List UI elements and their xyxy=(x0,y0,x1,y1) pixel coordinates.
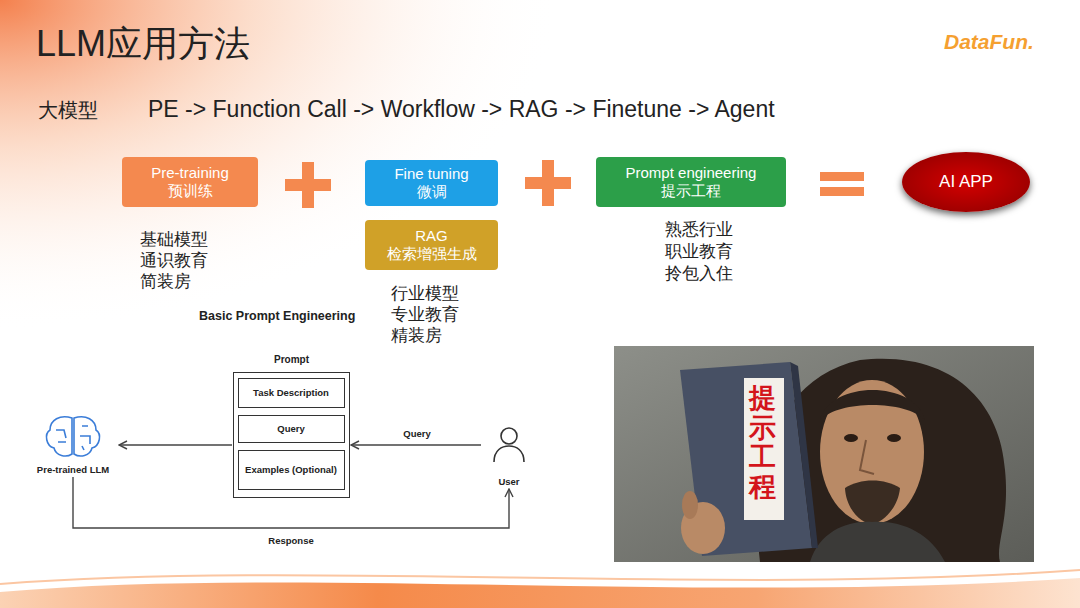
plus-sign xyxy=(302,162,314,208)
process-box: RAG 检索增强生成 xyxy=(365,220,498,270)
note-text: 拎包入住 xyxy=(665,262,733,285)
process-box: Fine tuning 微调 xyxy=(365,160,498,206)
note-text: 行业模型 xyxy=(391,282,459,305)
user-icon xyxy=(494,428,524,462)
model-node: Pre-trained LLM xyxy=(28,405,118,475)
edge-label: Query xyxy=(400,428,433,439)
process-box: Prompt engineering 提示工程 xyxy=(596,157,786,207)
photo-illustration xyxy=(614,346,1034,562)
brain-icon xyxy=(47,417,100,456)
note-text: 基础模型 xyxy=(140,228,208,251)
connector-arrow xyxy=(351,444,481,445)
book-title: 提示工程 xyxy=(749,384,776,503)
sequence-text: PE -> Function Call -> Workflow -> RAG -… xyxy=(148,96,775,123)
node-text: User xyxy=(498,476,519,487)
note-text: 通识教育 xyxy=(140,249,208,272)
node-text: Pre-training 预训练 xyxy=(138,164,243,200)
node-text: Examples (Optional) xyxy=(245,464,337,475)
note-text: 简装房 xyxy=(140,270,191,293)
bottom-wave-line xyxy=(0,570,1080,584)
connector-arrow xyxy=(119,444,232,445)
node-text: Pre-trained LLM xyxy=(37,464,109,475)
note-text: 熟悉行业 xyxy=(665,218,733,241)
slide-title: LLM应用方法 xyxy=(36,20,250,69)
note-text: 精装房 xyxy=(391,324,442,347)
edge-label: Response xyxy=(265,535,316,546)
process-box: Pre-training 预训练 xyxy=(122,157,258,207)
prompt-part-box: Examples (Optional) xyxy=(238,450,345,490)
prompt-part-box: Query xyxy=(238,415,345,443)
node-text: AI APP xyxy=(939,172,993,192)
user-node: User xyxy=(484,425,534,487)
row-label: 大模型 xyxy=(38,97,98,124)
equals-sign xyxy=(820,172,864,181)
figure-title: Basic Prompt Engineering xyxy=(199,309,355,323)
result-ellipse: AI APP xyxy=(902,152,1030,212)
node-text: RAG 检索增强生成 xyxy=(382,227,482,263)
prompt-part-box: Task Description xyxy=(238,378,345,408)
note-text: 专业教育 xyxy=(391,303,459,326)
plus-sign xyxy=(542,160,554,206)
node-text: Fine tuning 微调 xyxy=(382,165,482,201)
corner-glow xyxy=(0,0,560,330)
node-text: Task Description xyxy=(253,387,329,398)
note-text: 职业教育 xyxy=(665,240,733,263)
node-text: Prompt engineering 提示工程 xyxy=(609,164,774,200)
box-heading: Prompt xyxy=(234,354,349,366)
bottom-wave xyxy=(0,578,1080,608)
logo-text: DataFun. xyxy=(944,30,1034,54)
prompt-box: PromptTask DescriptionQueryExamples (Opt… xyxy=(233,372,350,498)
node-text: Query xyxy=(277,423,304,434)
equals-sign xyxy=(820,187,864,196)
